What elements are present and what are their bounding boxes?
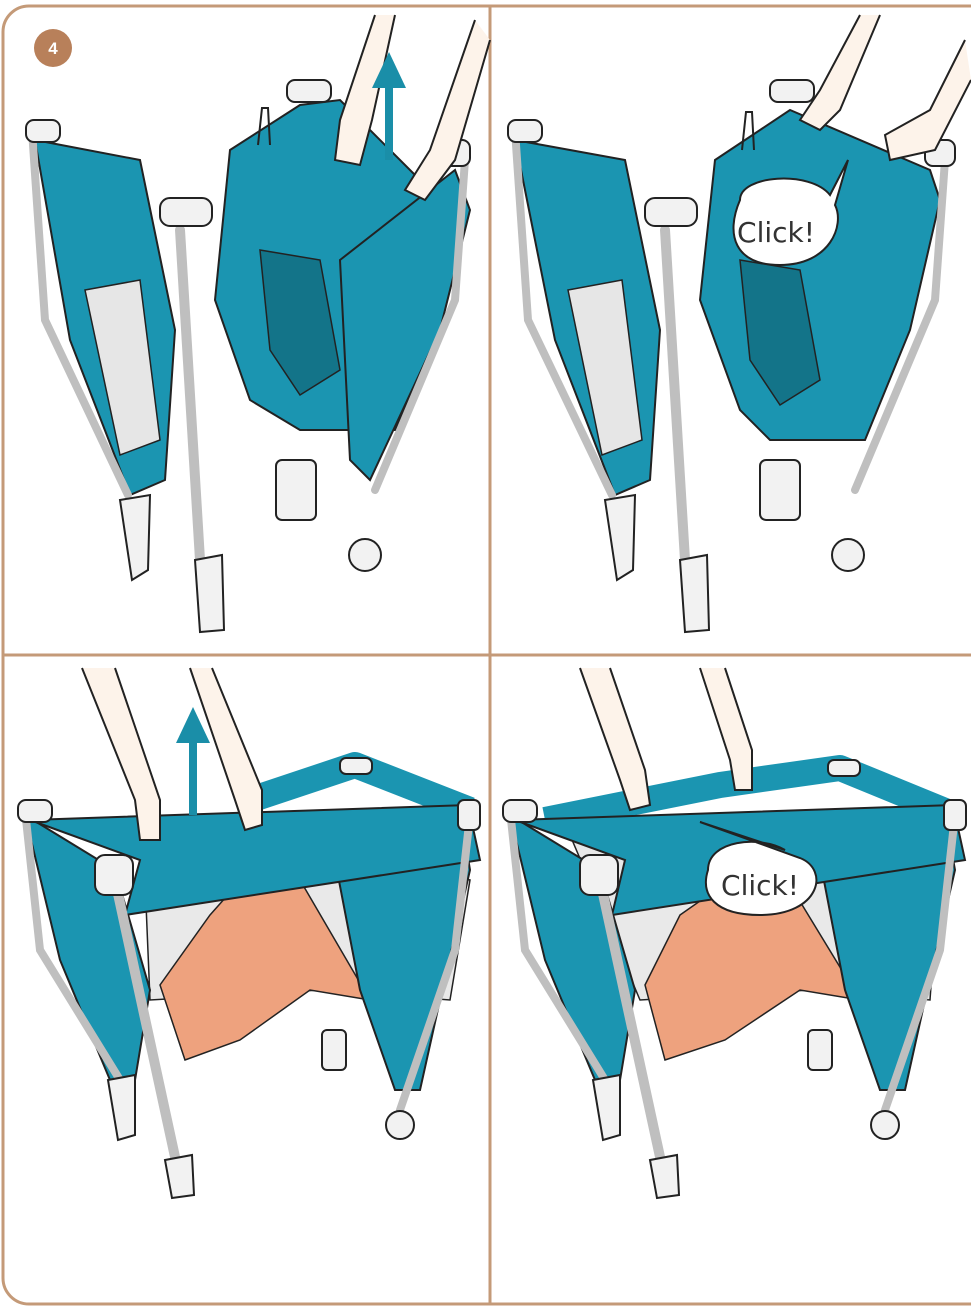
step-badge: 4: [34, 29, 72, 67]
foot: [108, 1075, 135, 1140]
panel-3-illustration: [18, 668, 480, 1198]
corner-cap: [18, 800, 52, 822]
wheel: [386, 1111, 414, 1139]
foot: [605, 495, 635, 580]
corner-cap: [26, 120, 60, 142]
corner-cap: [645, 198, 697, 226]
panel-2-illustration: Click!: [508, 15, 971, 632]
step-number: 4: [48, 39, 58, 58]
left-arm: [800, 15, 880, 130]
center-leg: [665, 230, 685, 560]
corner-cap: [458, 800, 480, 830]
foot: [650, 1155, 679, 1198]
foot: [593, 1075, 620, 1140]
panel-4-illustration: Click!: [503, 668, 966, 1198]
right-arm: [885, 40, 971, 160]
wheel: [349, 539, 381, 571]
right-arm: [190, 668, 262, 830]
corner-cap: [160, 198, 212, 226]
left-arm: [82, 668, 160, 840]
corner-cap: [580, 855, 618, 895]
corner-cap: [508, 120, 542, 142]
foot: [120, 495, 150, 580]
wheel-mount: [760, 460, 800, 520]
wheel-mount: [808, 1030, 832, 1070]
corner-cap: [503, 800, 537, 822]
wheel: [871, 1111, 899, 1139]
wheel-mount: [322, 1030, 346, 1070]
corner-cap: [828, 760, 860, 776]
click-bubble-text: Click!: [737, 216, 815, 249]
foot: [195, 555, 224, 632]
lift-up-arrow-icon: [176, 707, 210, 815]
click-bubble-text: Click!: [721, 869, 799, 902]
foot: [165, 1155, 194, 1198]
center-leg: [180, 230, 200, 560]
corner-cap: [95, 855, 133, 895]
corner-cap: [944, 800, 966, 830]
left-arm: [580, 668, 650, 810]
corner-cap: [340, 758, 372, 774]
corner-cap: [770, 80, 814, 102]
wheel-mount: [276, 460, 316, 520]
wheel: [832, 539, 864, 571]
fabric-center-lifted: [700, 110, 940, 440]
panel-1-illustration: [26, 15, 490, 632]
right-arm: [405, 20, 490, 200]
foot: [680, 555, 709, 632]
corner-cap: [287, 80, 331, 102]
